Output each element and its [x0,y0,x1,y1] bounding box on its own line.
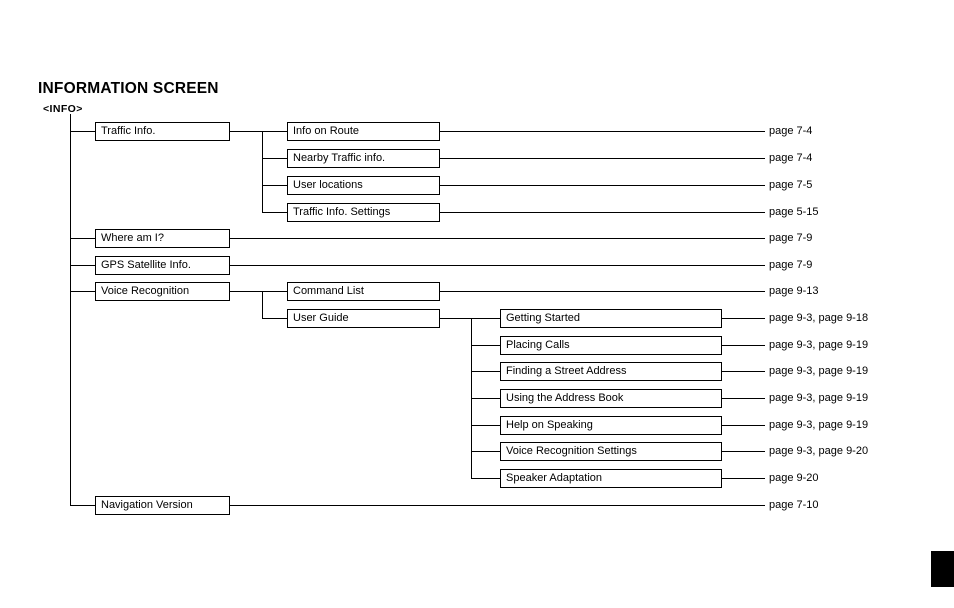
page-ref[interactable]: page 9-13 [769,285,819,297]
node-command-list[interactable]: Command List [287,282,440,301]
node-gps-satellite-info[interactable]: GPS Satellite Info. [95,256,230,275]
stub-l3-speaker-adaptation [471,478,500,479]
stub-l1-traffic-info [70,131,95,132]
node-voice-recognition-settings[interactable]: Voice Recognition Settings [500,442,722,461]
page-ref[interactable]: page 9-3, page 9-19 [769,392,869,404]
node-finding-a-street-address[interactable]: Finding a Street Address [500,362,722,381]
node-voice-recognition[interactable]: Voice Recognition [95,282,230,301]
link-user-guide-out [440,318,472,319]
leader-getting-started [722,318,765,319]
page-ref[interactable]: page 9-3, page 9-20 [769,445,869,457]
stub-l2-user-locations [262,185,287,186]
leader-gps-satellite-info [230,265,765,266]
leader-speaker-adaptation [722,478,765,479]
page-subtitle: <INFO> [43,103,83,115]
stub-l3-help-on-speaking [471,425,500,426]
leader-navigation-version [230,505,765,506]
node-where-am-i[interactable]: Where am I? [95,229,230,248]
leader-where-am-i [230,238,765,239]
stub-l1-gps-satellite-info [70,265,95,266]
link-traffic-info-out [230,131,263,132]
leader-traffic-info-settings [440,212,765,213]
node-nearby-traffic-info[interactable]: Nearby Traffic info. [287,149,440,168]
link-voice-recognition-out [230,291,263,292]
page-ref[interactable]: page 7-9 [769,232,813,244]
node-traffic-info-settings[interactable]: Traffic Info. Settings [287,203,440,222]
page-ref[interactable]: page 9-3, page 9-19 [769,365,869,377]
stub-l2-user-guide [262,318,287,319]
node-traffic-info[interactable]: Traffic Info. [95,122,230,141]
node-info-on-route[interactable]: Info on Route [287,122,440,141]
page-ref[interactable]: page 9-3, page 9-18 [769,312,869,324]
page-ref[interactable]: page 5-15 [769,206,819,218]
node-user-guide[interactable]: User Guide [287,309,440,328]
stub-l1-voice-recognition [70,291,95,292]
leader-nearby-traffic-info [440,158,765,159]
page-ref[interactable]: page 7-4 [769,152,813,164]
leader-voice-recognition-settings [722,451,765,452]
stub-l2-nearby-traffic-info [262,158,287,159]
leader-command-list [440,291,765,292]
stub-l1-where-am-i [70,238,95,239]
page-ref[interactable]: page 9-3, page 9-19 [769,339,869,351]
section-thumb-tab [931,551,954,587]
page-ref[interactable]: page 9-3, page 9-19 [769,419,869,431]
stub-l1-navigation-version [70,505,95,506]
node-using-the-address-book[interactable]: Using the Address Book [500,389,722,408]
stub-l3-voice-recognition-settings [471,451,500,452]
stub-l3-getting-started [471,318,500,319]
leader-using-the-address-book [722,398,765,399]
stub-l2-traffic-info-settings [262,212,287,213]
stub-l3-using-the-address-book [471,398,500,399]
stub-l3-finding-a-street-address [471,371,500,372]
node-navigation-version[interactable]: Navigation Version [95,496,230,515]
stub-l3-placing-calls [471,345,500,346]
trunk-main [70,114,71,506]
trunk-traffic-info-children [262,131,263,212]
leader-placing-calls [722,345,765,346]
page-ref[interactable]: page 9-20 [769,472,819,484]
page-ref[interactable]: page 7-5 [769,179,813,191]
leader-info-on-route [440,131,765,132]
leader-finding-a-street-address [722,371,765,372]
node-speaker-adaptation[interactable]: Speaker Adaptation [500,469,722,488]
node-placing-calls[interactable]: Placing Calls [500,336,722,355]
stub-l2-info-on-route [262,131,287,132]
page-ref[interactable]: page 7-9 [769,259,813,271]
page-ref[interactable]: page 7-4 [769,125,813,137]
node-getting-started[interactable]: Getting Started [500,309,722,328]
page-title: INFORMATION SCREEN [38,80,219,97]
leader-help-on-speaking [722,425,765,426]
page-ref[interactable]: page 7-10 [769,499,819,511]
node-help-on-speaking[interactable]: Help on Speaking [500,416,722,435]
leader-user-locations [440,185,765,186]
trunk-voice-recognition-children [262,291,263,318]
node-user-locations[interactable]: User locations [287,176,440,195]
stub-l2-command-list [262,291,287,292]
